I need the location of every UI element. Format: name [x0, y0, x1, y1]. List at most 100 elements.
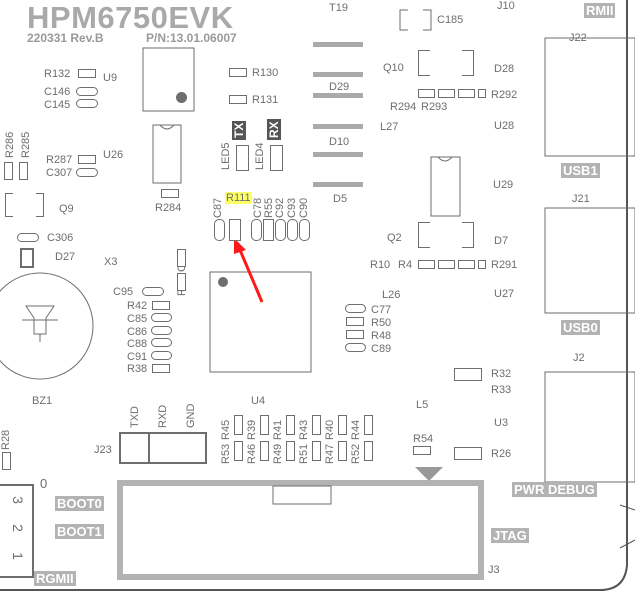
c88-pad: [151, 338, 172, 347]
r292b-pad: [478, 89, 486, 98]
label-c307: C307: [46, 167, 73, 179]
label-led4: LED4: [254, 142, 266, 170]
board-part-number: P/N:13.01.06007: [146, 31, 237, 45]
led5-outline: [236, 145, 249, 171]
c307-pad: [76, 168, 98, 177]
c78-pad: [251, 219, 262, 241]
label-j10: J10: [497, 0, 515, 12]
r52-pad: [364, 441, 373, 461]
r39-pad: [260, 415, 269, 435]
label-r51: R51: [298, 443, 310, 464]
c93-pad: [287, 219, 298, 241]
r43-pad: [312, 415, 321, 435]
c91-pad: [151, 351, 172, 360]
r45-pad: [234, 415, 243, 435]
q9-outline-left: [5, 193, 13, 217]
r44-pad: [364, 415, 373, 435]
label-c88: C88: [127, 338, 148, 350]
label-u28: U28: [494, 120, 515, 132]
label-r50: R50: [371, 317, 392, 329]
q9-outline-right: [36, 193, 44, 217]
label-r293: R293: [421, 101, 448, 113]
label-r54: R54: [413, 433, 434, 445]
label-r43: R43: [298, 419, 310, 440]
label-l27: L27: [380, 121, 399, 133]
label-c90: C90: [298, 197, 310, 218]
label-u26: U26: [103, 149, 124, 161]
label-r38: R38: [127, 363, 148, 375]
r40-pad: [338, 415, 347, 435]
label-r45: R45: [220, 419, 232, 440]
q10-outline-left: [418, 50, 430, 76]
pwr-debug-badge: PWR DEBUG: [512, 482, 597, 497]
r46-pad: [260, 441, 269, 461]
label-c85: C85: [127, 313, 148, 325]
label-j22: J22: [569, 32, 587, 44]
label-c86: C86: [127, 326, 148, 338]
label-two: 2: [9, 524, 26, 532]
label-gnd: GND: [185, 403, 197, 428]
label-r132: R132: [44, 68, 71, 80]
c86-pad: [151, 326, 172, 335]
q10-outline-right: [462, 50, 474, 76]
label-rxd: RXD: [157, 404, 169, 428]
r47-pad: [338, 441, 347, 461]
u4-pin1-dot: [218, 277, 228, 287]
r42-pad: [152, 301, 170, 310]
label-r28: R28: [0, 429, 12, 450]
tx-badge: TX: [232, 120, 246, 140]
label-c145: C145: [44, 99, 71, 111]
d27-outline: [20, 248, 34, 268]
label-r32: R32: [491, 368, 512, 380]
label-u3: U3: [494, 417, 509, 429]
r286-pad: [4, 162, 13, 180]
label-r292: R292: [491, 89, 518, 101]
r10-pad: [418, 260, 435, 269]
usb1-badge: USB1: [561, 163, 600, 178]
c146-pad: [76, 87, 98, 96]
label-one: 1: [9, 552, 26, 560]
label-c95: C95: [113, 286, 134, 298]
label-bz1: BZ1: [32, 395, 53, 407]
r55-pad: [263, 219, 274, 241]
c77-pad: [345, 304, 366, 313]
label-r39: R39: [246, 419, 258, 440]
label-x3: X3: [104, 256, 118, 268]
label-r131: R131: [252, 94, 279, 106]
label-d5: D5: [333, 193, 348, 205]
r28-pad: [2, 452, 11, 470]
label-d7: D7: [494, 235, 509, 247]
label-r41: R41: [272, 419, 284, 440]
r32-outline: [454, 368, 482, 381]
label-c89: C89: [371, 343, 392, 355]
label-c146: C146: [44, 86, 71, 98]
label-u9: U9: [103, 72, 118, 84]
label-r111: R111: [225, 192, 252, 204]
boot1-badge: BOOT1: [55, 524, 104, 539]
label-r42: R42: [127, 300, 148, 312]
label-q9: Q9: [59, 203, 74, 215]
label-d27: D27: [55, 251, 76, 263]
label-j21: J21: [572, 193, 590, 205]
label-c87: C87: [212, 197, 224, 218]
c145-pad: [76, 99, 98, 108]
label-r284: R284: [155, 202, 182, 214]
r291b-pad: [478, 260, 486, 269]
boot0-badge: BOOT0: [55, 496, 104, 511]
label-three: 3: [9, 496, 26, 504]
label-q2: Q2: [387, 232, 402, 244]
label-u27: U27: [494, 288, 515, 300]
label-led5: LED5: [220, 142, 232, 170]
u9-pin1-dot: [176, 92, 187, 103]
led4-outline: [270, 145, 283, 171]
r49-pad: [286, 441, 295, 461]
r48-pad: [346, 330, 364, 339]
label-c77: C77: [371, 304, 392, 316]
c95-pad: [142, 287, 164, 296]
label-r53: R53: [220, 443, 232, 464]
label-r33: R33: [491, 384, 512, 396]
r111-pad: [229, 219, 241, 241]
label-r44: R44: [350, 419, 362, 440]
